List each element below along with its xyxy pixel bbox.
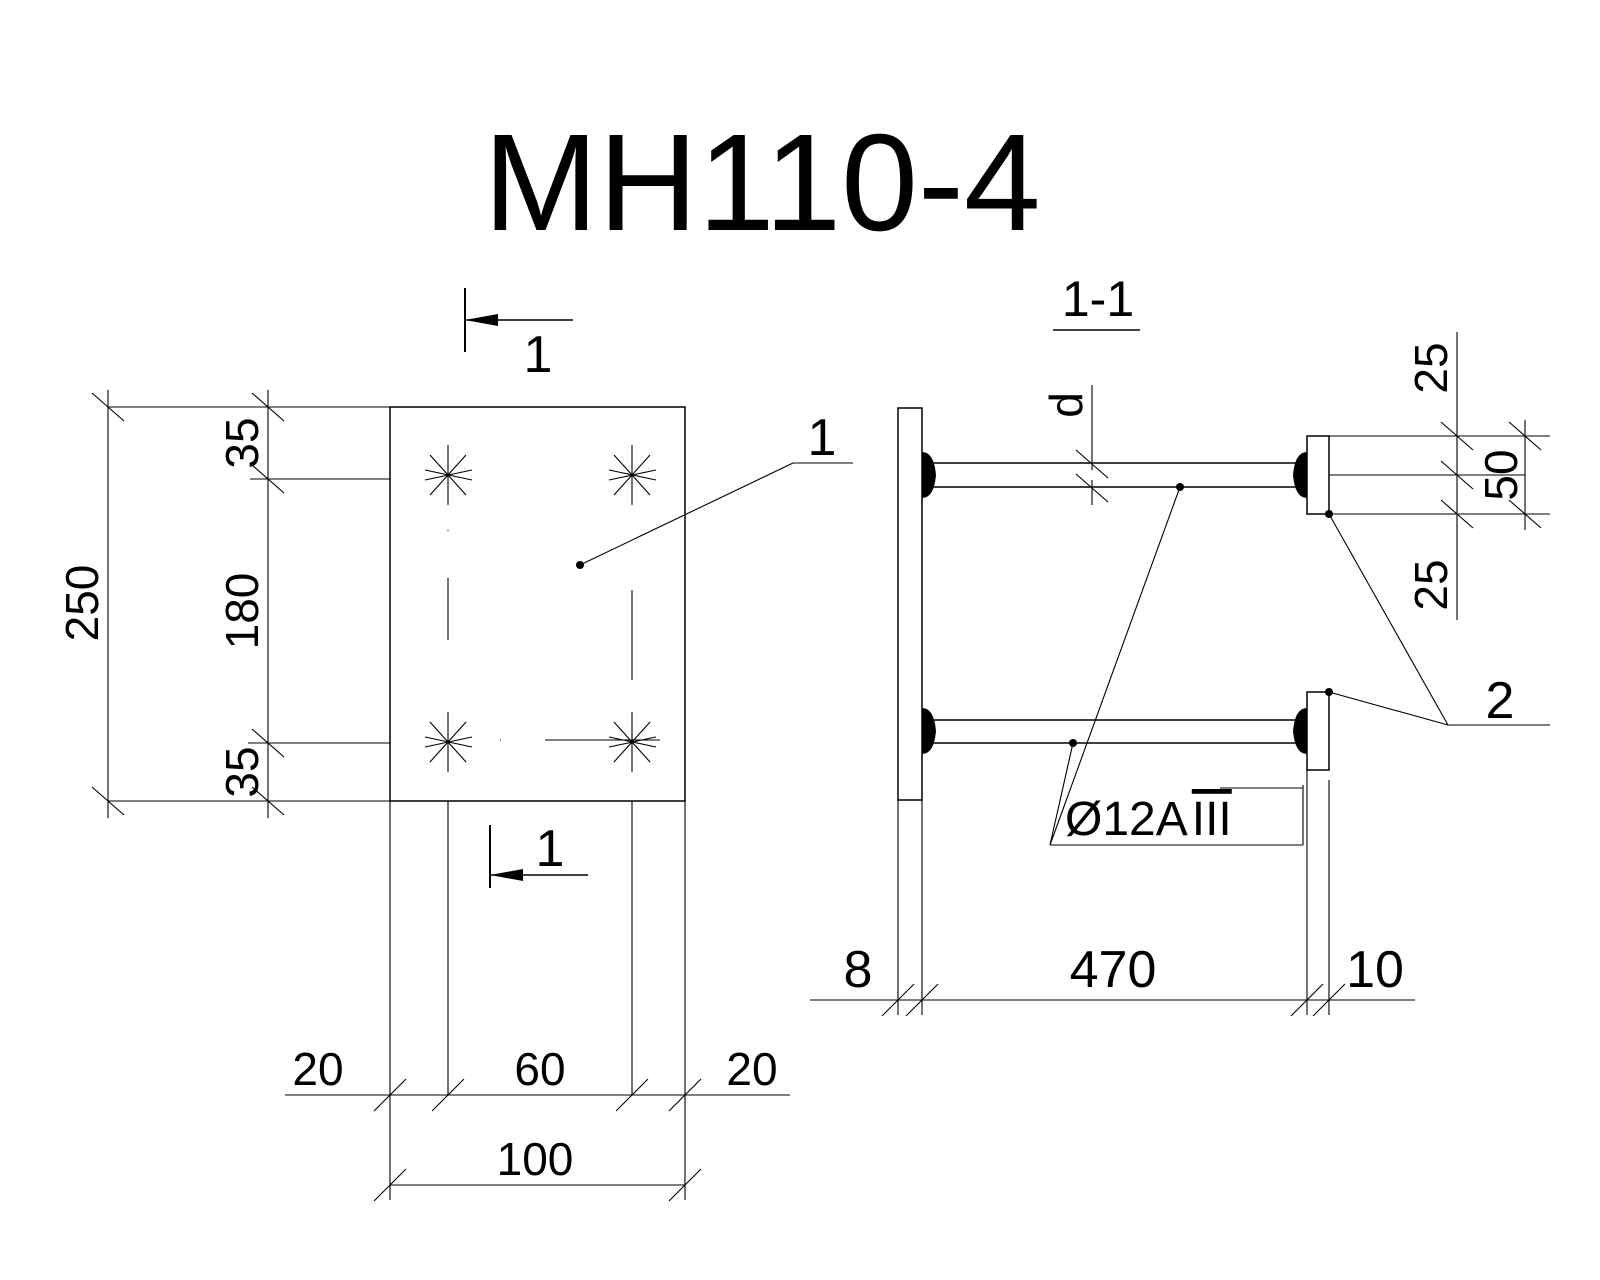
section-mark-bottom-number: 1 (536, 820, 565, 878)
dim-plan-middle: 180 (216, 573, 268, 650)
weld-top-right (1293, 452, 1307, 498)
plan-horizontal-dimensions (285, 801, 790, 1202)
end-plate-bottom (1306, 691, 1330, 771)
dim-anchor-length: 470 (1070, 941, 1157, 999)
plan-view: 1 1 1 250 (56, 288, 853, 1202)
section-cut-bottom: 1 (489, 820, 588, 888)
anchor-mark-top-right (608, 445, 657, 505)
rebar-label: Ø12AIII (1065, 793, 1232, 846)
section-mark-top-number: 1 (524, 326, 553, 384)
dim-end-plate-thickness: 10 (1346, 941, 1404, 999)
rebar-label-class: III (1192, 793, 1232, 846)
callout-bolt: 2 (1325, 510, 1550, 730)
anchor-mark-top-left (424, 445, 473, 505)
anchor-bar-bottom (922, 719, 1298, 744)
rebar-label-prefix: Ø12A (1065, 793, 1188, 846)
dim-plan-right-edge: 20 (726, 1043, 777, 1095)
section-view-title: 1-1 (1062, 271, 1134, 327)
dim-end-plate-height: 50 (1475, 449, 1527, 500)
rebar-leader (1049, 483, 1304, 846)
end-plate-top (1306, 435, 1330, 515)
end-plate-dimensions (1329, 332, 1550, 620)
dim-d-label: d (1040, 392, 1092, 418)
weld-bottom-right (1293, 708, 1307, 754)
anchor-bar-top (922, 462, 1298, 488)
callout-plate-number: 1 (808, 409, 837, 467)
embedded-plate-outline (389, 406, 686, 802)
section-base-plate (897, 407, 923, 801)
plan-vertical-dimensions (91, 390, 390, 818)
weld-bottom-left (922, 708, 936, 754)
dim-plan-height-total: 250 (56, 565, 108, 642)
dim-d-lines (1075, 385, 1109, 505)
callout-plate: 1 (576, 409, 853, 569)
dim-plan-top-edge: 35 (216, 417, 268, 468)
dim-plan-width-total: 100 (497, 1133, 574, 1185)
section-cut-top: 1 (464, 288, 573, 384)
dim-plan-left-edge: 20 (292, 1043, 343, 1095)
section-length-dimensions (810, 770, 1415, 1017)
drawing-title: МН110-4 (483, 106, 1040, 260)
dim-bottom-offset: 25 (1405, 559, 1457, 610)
anchor-mark-bottom-left (424, 712, 473, 772)
anchor-centerlines (447, 530, 660, 1095)
section-view: 1-1 d (810, 271, 1550, 1017)
dim-plan-bottom-edge: 35 (216, 746, 268, 797)
callout-bolt-number: 2 (1486, 672, 1515, 730)
dim-plan-center: 60 (514, 1043, 565, 1095)
weld-top-left (922, 452, 936, 498)
anchor-mark-bottom-right (608, 712, 657, 772)
dim-plate-thickness: 8 (844, 941, 873, 999)
dim-top-offset: 25 (1405, 342, 1457, 393)
